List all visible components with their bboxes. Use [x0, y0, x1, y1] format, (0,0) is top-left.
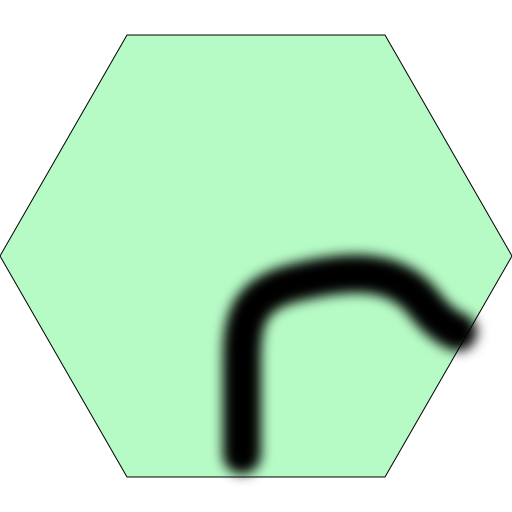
hex-tile[interactable]	[0, 34, 512, 478]
track-curve	[223, 254, 477, 474]
